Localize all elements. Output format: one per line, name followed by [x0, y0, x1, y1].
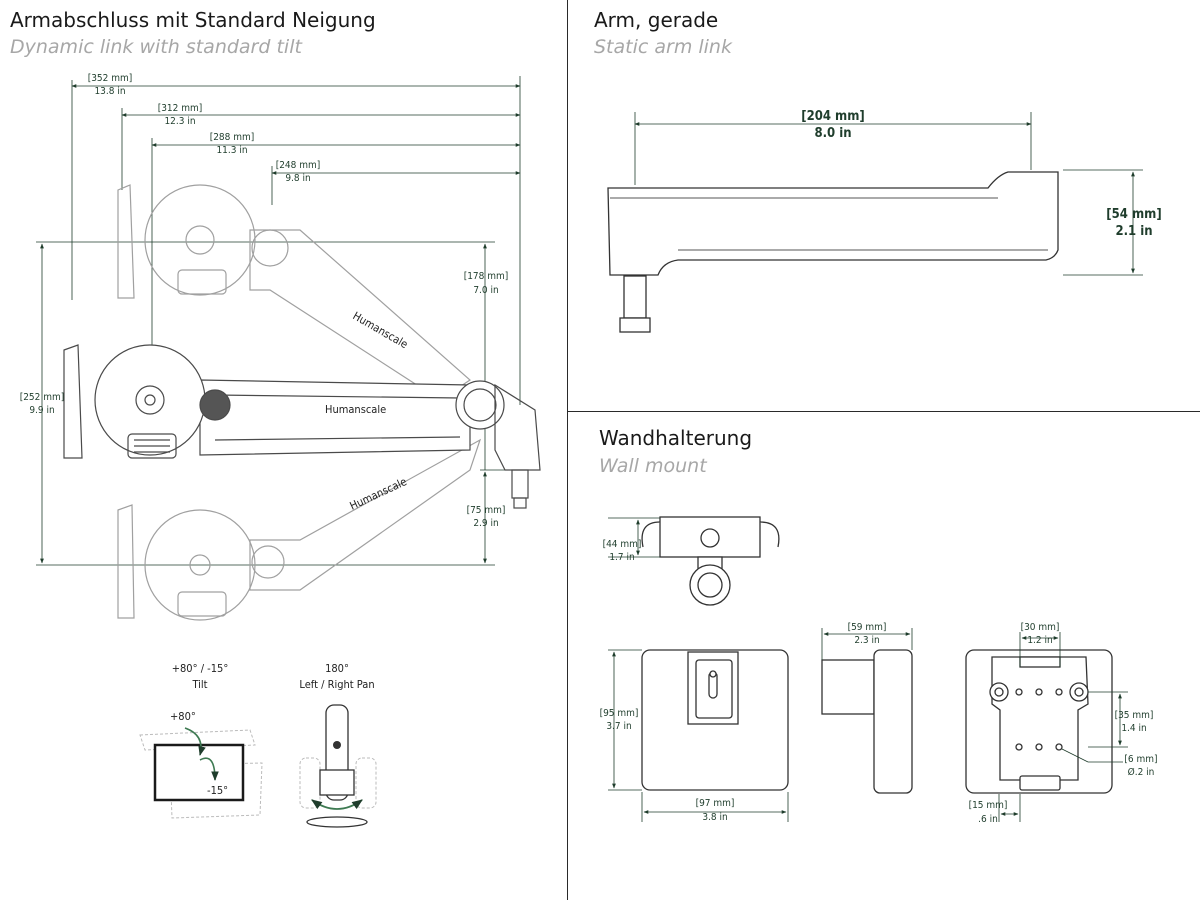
dim-178-in: 7.0 in: [473, 285, 498, 296]
dim-30-in: 1.2 in: [1027, 635, 1052, 646]
wall-mount-back-view: [965, 649, 1113, 794]
tilt-diagram: +80° / -15° Tilt +80° -15°: [139, 662, 263, 819]
dim-352-in: 13.8 in: [94, 86, 125, 97]
dim-44-in: 1.7 in: [609, 552, 634, 563]
dim-35-in: 1.4 in: [1121, 723, 1146, 734]
dim-204-mm: [204 mm]: [801, 109, 865, 124]
dim-252-mm: [252 mm]: [20, 392, 65, 403]
dim-6-in: Ø.2 in: [1128, 766, 1155, 778]
pan-caption-angle: 180°: [325, 662, 349, 675]
dim-95-in: 3.7 in: [606, 721, 631, 732]
dim-352-mm: [352 mm]: [88, 73, 133, 84]
wall-mount-side-view: [821, 649, 913, 794]
wall-mount-drawing: [44 mm] 1.7 in [95 mm] 3.7 in [97 mm] 3.…: [600, 516, 1158, 825]
dim-97-in: 3.8 in: [702, 812, 727, 823]
dim-35-mm: [35 mm]: [1115, 710, 1154, 721]
brand-label-lower: Humanscale: [348, 475, 409, 513]
tilt-caption-label: Tilt: [191, 678, 207, 691]
wall-mount-subtitle: Wall mount: [599, 455, 707, 477]
dim-44-mm: [44 mm]: [603, 539, 642, 550]
tilt-caption-angle: +80° / -15°: [172, 662, 229, 675]
pan-caption-label: Left / Right Pan: [299, 678, 374, 691]
tilt-down-label: -15°: [207, 784, 228, 797]
dim-252-in: 9.9 in: [29, 405, 54, 416]
wall-mount-title: Wandhalterung: [599, 426, 753, 450]
dim-288-in: 11.3 in: [216, 145, 247, 156]
brand-label-upper: Humanscale: [351, 309, 411, 351]
brand-label-middle: Humanscale: [325, 403, 386, 416]
pan-diagram: 180° Left / Right Pan: [299, 662, 377, 828]
dim-75-mm: [75 mm]: [467, 505, 506, 516]
wall-mount-panel: Wandhalterung Wall mount [44 mm] 1.7 in: [568, 412, 1200, 900]
wall-mount-top-view: [641, 516, 780, 606]
dynamic-link-subtitle: Dynamic link with standard tilt: [10, 36, 302, 58]
static-arm-panel: Arm, gerade Static arm link [204 mm] 8.0…: [568, 0, 1200, 412]
dim-97-mm: [97 mm]: [696, 798, 735, 809]
dim-95-mm: [95 mm]: [600, 708, 639, 719]
dim-54-in: 2.1 in: [1115, 224, 1152, 239]
static-arm-drawing: [204 mm] 8.0 in [54 mm] 2.1 in: [607, 109, 1162, 333]
monitor-arm-drawing: [63, 184, 541, 621]
dim-30-mm: [30 mm]: [1021, 622, 1060, 633]
dim-15-mm: [15 mm]: [969, 800, 1008, 811]
dim-248-in: 9.8 in: [285, 173, 310, 184]
dim-178-mm: [178 mm]: [464, 271, 509, 282]
dim-248-mm: [248 mm]: [276, 160, 321, 171]
dim-75-in: 2.9 in: [473, 518, 498, 529]
dim-54-mm: [54 mm]: [1106, 207, 1161, 222]
dynamic-link-title: Armabschluss mit Standard Neigung: [10, 8, 376, 32]
dimension-lines: [36, 76, 521, 566]
dynamic-link-drawing: Humanscale Humanscale Humanscale [352 mm…: [20, 73, 541, 828]
dim-204-in: 8.0 in: [814, 126, 851, 141]
static-arm-subtitle: Static arm link: [594, 36, 732, 58]
dim-59-mm: [59 mm]: [848, 622, 887, 633]
dim-59-in: 2.3 in: [854, 635, 879, 646]
dim-288-mm: [288 mm]: [210, 132, 255, 143]
wall-mount-front-view: [641, 649, 789, 791]
dim-6-mm: [6 mm]: [1124, 754, 1157, 765]
dim-15-in: .6 in: [978, 814, 998, 825]
dim-312-mm: [312 mm]: [158, 103, 203, 114]
static-arm-title: Arm, gerade: [594, 8, 719, 32]
dynamic-link-panel: Armabschluss mit Standard Neigung Dynami…: [0, 0, 568, 900]
dim-312-in: 12.3 in: [164, 116, 195, 127]
tilt-up-label: +80°: [170, 710, 196, 723]
